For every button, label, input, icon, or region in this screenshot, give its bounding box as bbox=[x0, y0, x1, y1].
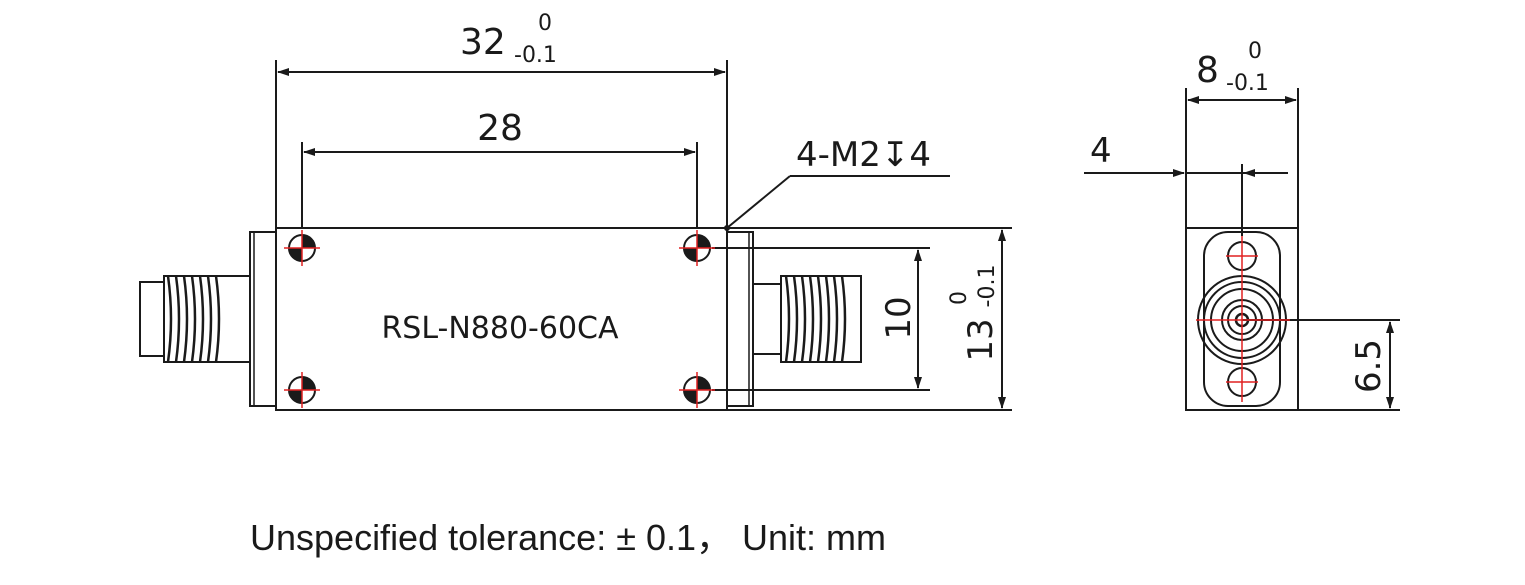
tolerance-note: Unspecified tolerance: ± 0.1， Unit: mm bbox=[250, 517, 886, 558]
hole-callout-label: 4-M2↧4 bbox=[796, 135, 931, 175]
mounting-hole bbox=[679, 372, 715, 408]
part-number-label: RSL-N880-60CA bbox=[381, 311, 619, 346]
tolerance-upper-8: 0 bbox=[1248, 39, 1262, 64]
dimension-label-10: 10 bbox=[879, 296, 919, 339]
filter-body bbox=[275, 227, 728, 411]
mounting-hole bbox=[284, 372, 320, 408]
dimension-label-28: 28 bbox=[477, 108, 523, 149]
leader-line-holes bbox=[726, 175, 791, 229]
dimension-label-13: 13 bbox=[961, 318, 1001, 361]
front-view bbox=[139, 60, 1012, 411]
tolerance-upper-13: 0 bbox=[947, 291, 972, 305]
tolerance-lower-13: -0.1 bbox=[975, 265, 1000, 308]
mounting-hole bbox=[284, 230, 320, 266]
dimension-label-8: 8 bbox=[1196, 50, 1219, 91]
mounting-hole bbox=[679, 230, 715, 266]
tolerance-lower-8: -0.1 bbox=[1226, 71, 1269, 96]
dimension-label-4: 4 bbox=[1090, 131, 1112, 171]
dimension-label-32: 32 bbox=[460, 22, 506, 63]
side-centerlines bbox=[1196, 236, 1290, 402]
dimension-label-6-5: 6.5 bbox=[1349, 339, 1389, 393]
right-connector bbox=[752, 275, 862, 363]
mounting-holes bbox=[284, 230, 715, 408]
left-connector bbox=[139, 275, 251, 363]
tolerance-lower-32: -0.1 bbox=[514, 43, 557, 68]
tolerance-upper-32: 0 bbox=[538, 11, 552, 36]
